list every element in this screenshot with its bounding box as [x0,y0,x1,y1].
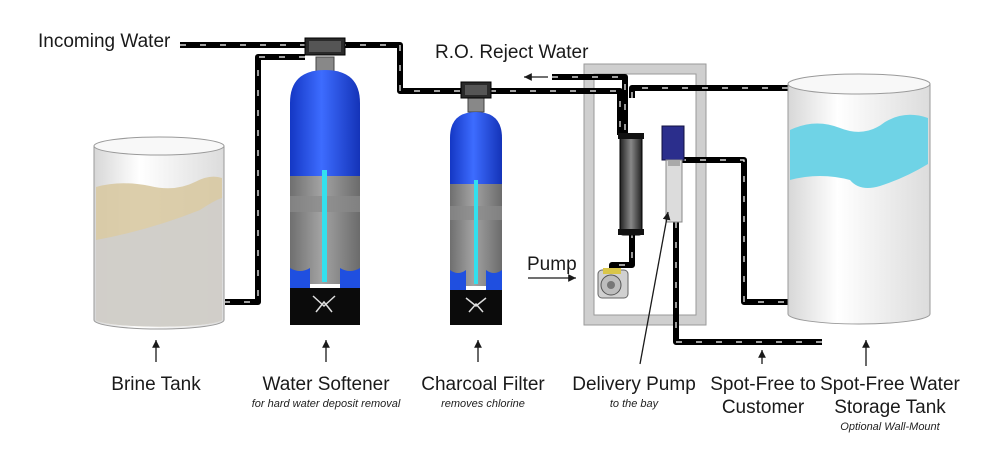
ro-pump [597,268,629,299]
charcoal-filter-tank [450,97,502,325]
incoming-water-label: Incoming Water [38,31,171,52]
water-softener-tank [290,56,360,325]
charcoal-filter-note: removes chlorine [441,398,525,410]
storage-tank [787,73,931,325]
brine-tank-label: Brine Tank [111,374,201,395]
pump-label: Pump [527,254,577,275]
storage-tank-label-line1: Spot-Free Water [820,374,960,395]
storage-tank-note: Optional Wall-Mount [840,421,940,433]
pointer-arrows [152,73,870,366]
pipe-network [180,42,822,345]
delivery-pump-note: to the bay [609,398,659,410]
water-softener-note: for hard water deposit removal [251,398,401,410]
delivery-pump-label: Delivery Pump [572,374,696,395]
charcoal-filter-label: Charcoal Filter [421,374,545,395]
spot-free-customer-label-line1: Spot-Free to [710,374,816,395]
water-softener-valve [304,37,346,56]
charcoal-filter-valve [460,81,492,99]
water-softener-label: Water Softener [262,374,390,395]
delivery-pump [661,125,685,223]
storage-tank-label-line2: Storage Tank [834,397,946,418]
brine-tank [93,136,225,330]
ro-membrane [618,133,644,236]
spot-free-customer-label-line2: Customer [721,397,805,418]
ro-reject-water-label: R.O. Reject Water [435,42,589,63]
delivery-pump-frame [583,63,707,326]
